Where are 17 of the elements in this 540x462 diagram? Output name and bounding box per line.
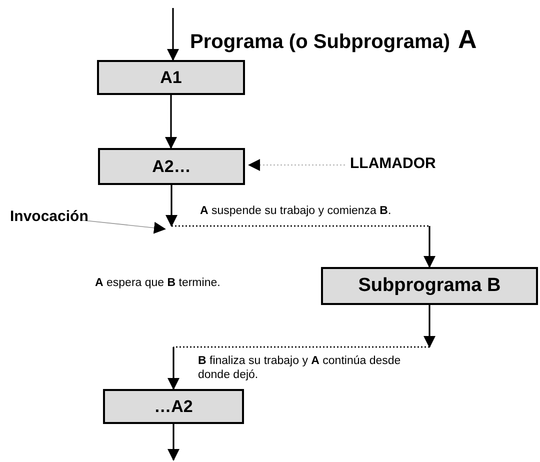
edge-label: A suspende su trabajo y comienza B.	[200, 204, 392, 218]
edge-label: B finaliza su trabajo y A continúa desde donde dejó.	[198, 354, 402, 382]
arrow	[165, 95, 177, 149]
arrow	[167, 8, 179, 61]
callout-text: LLAMADOR	[350, 155, 436, 172]
process-box: A1	[97, 60, 245, 95]
arrow	[166, 185, 436, 268]
process-box: …A2	[103, 389, 244, 424]
title: Programa (o Subprograma) A	[190, 24, 477, 55]
process-box: Subprograma B	[321, 267, 538, 305]
arrow	[168, 305, 436, 390]
leader-line	[248, 159, 346, 171]
arrow	[168, 424, 180, 461]
callout-text: Invocación	[10, 208, 88, 225]
process-box: A2…	[98, 148, 245, 185]
leader-line	[80, 220, 166, 234]
note-text: A espera que B termine.	[95, 276, 220, 290]
